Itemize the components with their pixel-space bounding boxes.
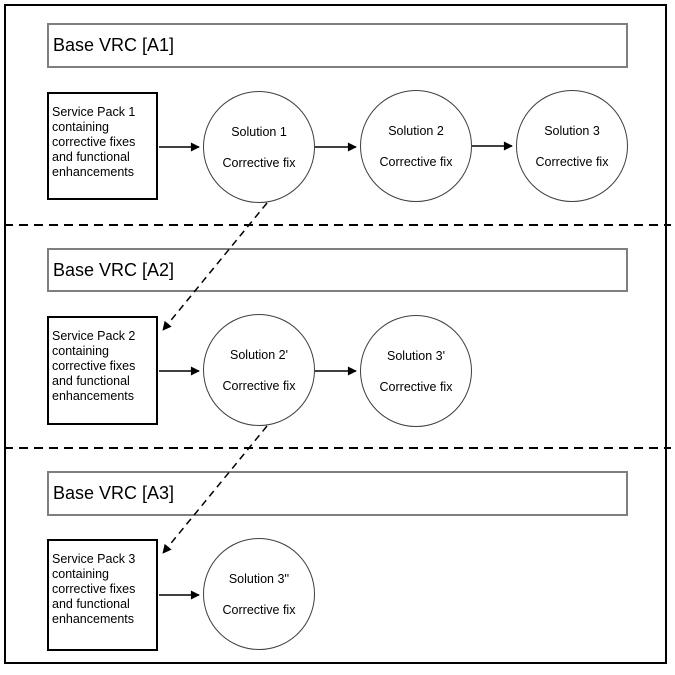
diagram-outer-border [4,4,667,664]
solution-3-title: Solution 3 [544,123,600,138]
solution-2-circle: Solution 2 Corrective fix [360,90,472,202]
base-vrc-a1-header-box: Base VRC [A1] [47,23,628,68]
solution-2-subtitle: Corrective fix [379,154,453,169]
solution-3-prime-circle: Solution 3' Corrective fix [360,315,472,427]
service-pack-1-box: Service Pack 1 containing corrective fix… [47,92,158,200]
solution-3-doubleprime-circle: Solution 3'' Corrective fix [203,538,315,650]
solution-3-subtitle: Corrective fix [535,154,609,169]
service-pack-3-box: Service Pack 3 containing corrective fix… [47,539,158,651]
base-vrc-a3-header-box: Base VRC [A3] [47,471,628,516]
solution-3-doubleprime-subtitle: Corrective fix [222,602,296,617]
solution-3-doubleprime-title: Solution 3'' [228,571,290,586]
solution-3-circle: Solution 3 Corrective fix [516,90,628,202]
base-vrc-a2-header-box: Base VRC [A2] [47,248,628,292]
solution-2-title: Solution 2 [388,123,444,138]
solution-3-prime-title: Solution 3' [387,348,445,363]
solution-2-prime-circle: Solution 2' Corrective fix [203,314,315,426]
base-vrc-a1-label: Base VRC [A1] [53,35,175,55]
solution-1-circle: Solution 1 Corrective fix [203,91,315,203]
solution-1-subtitle: Corrective fix [222,155,296,170]
solution-1-title: Solution 1 [231,124,287,139]
base-vrc-a2-label: Base VRC [A2] [53,259,175,280]
solution-2-prime-title: Solution 2' [230,347,288,362]
solution-3-prime-subtitle: Corrective fix [379,379,453,394]
solution-2-prime-subtitle: Corrective fix [222,378,296,393]
base-vrc-a3-label: Base VRC [A3] [53,483,175,503]
service-pack-2-box: Service Pack 2 containing corrective fix… [47,316,158,425]
